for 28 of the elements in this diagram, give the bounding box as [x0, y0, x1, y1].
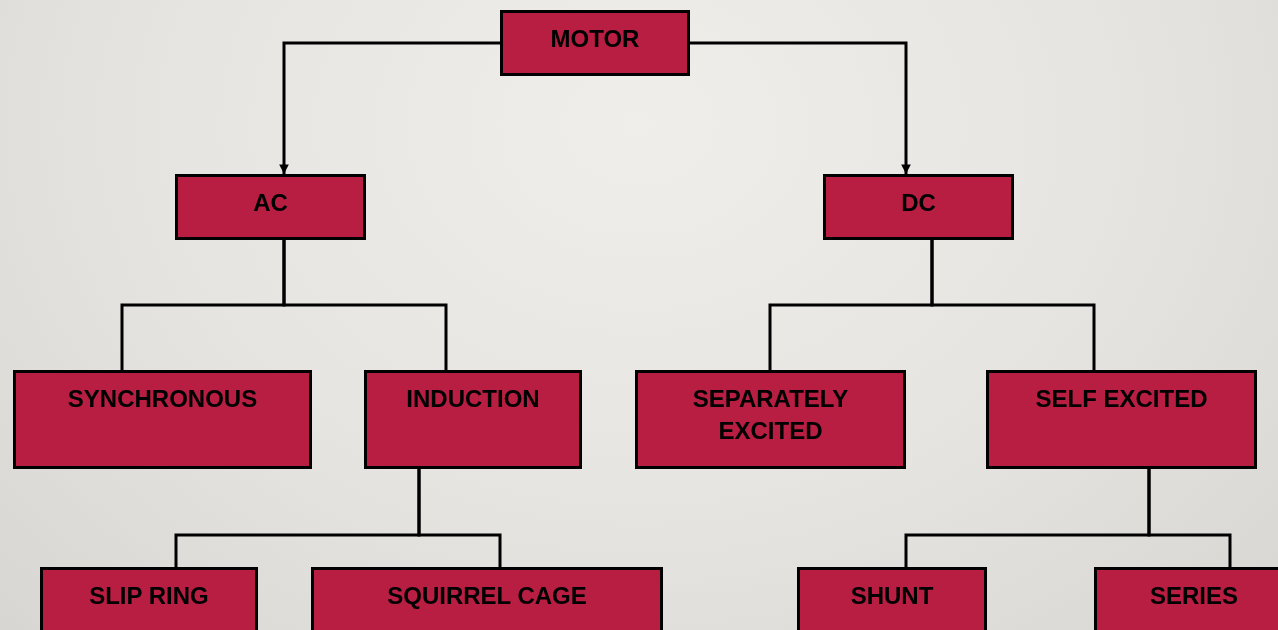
category-label: MOTOR [550, 24, 640, 54]
category-box [500, 10, 690, 76]
category-box [986, 370, 1257, 469]
category-label: DC [901, 188, 936, 218]
category-label: INDUCTION [406, 384, 540, 414]
arrow [279, 41, 500, 174]
category-label: SQUIRREL CAGE [387, 581, 587, 611]
category-label: SLIP RING [89, 581, 209, 611]
category-label: SELF EXCITED [1035, 384, 1208, 414]
connector-line [282, 240, 448, 370]
category-box [13, 370, 312, 469]
category-label: SYNCHRONOUS [67, 384, 258, 414]
category-label: SHUNT [850, 581, 934, 611]
category-label: SEPARATELY EXCITED [691, 384, 850, 446]
category-box [364, 370, 582, 469]
category-label: AC [253, 188, 288, 218]
category-box [635, 370, 906, 469]
category-box [823, 174, 1014, 240]
category-box [311, 567, 663, 630]
category-box [797, 567, 987, 630]
arrow [690, 41, 911, 174]
category-box [175, 174, 366, 240]
connector-line [417, 469, 502, 567]
category-box [1094, 567, 1278, 630]
connector-line [1147, 469, 1232, 567]
category-box [40, 567, 258, 630]
category-label: SERIES [1150, 581, 1238, 611]
connector-line [930, 240, 1096, 370]
